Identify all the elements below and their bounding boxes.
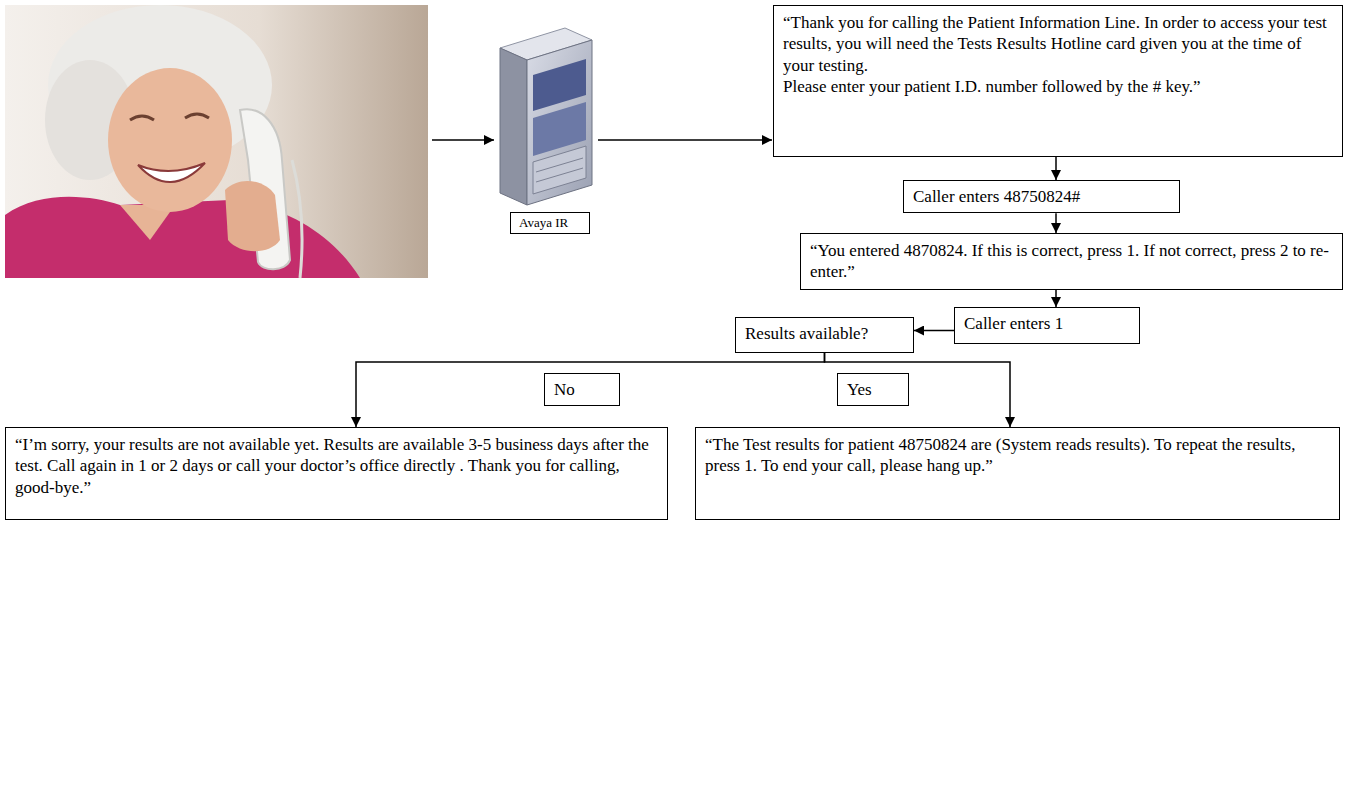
flow-connector <box>1055 157 1057 180</box>
branch-text: Yes <box>847 380 872 399</box>
phone-cord <box>292 160 302 278</box>
photo-background <box>5 5 428 278</box>
server-image <box>500 28 592 205</box>
decision-box: Results available? <box>735 317 914 353</box>
branch-label: Yes <box>837 373 909 406</box>
prompt-box: “I’m sorry, your results are not availab… <box>5 427 668 520</box>
face <box>108 68 232 212</box>
smile <box>138 163 205 182</box>
box-text: Avaya IR <box>519 215 581 231</box>
branch-text: No <box>554 380 575 399</box>
server-front <box>527 40 592 205</box>
hand <box>225 181 280 251</box>
eye <box>130 116 154 120</box>
branch-label: No <box>544 373 620 406</box>
flow-connector <box>825 353 1011 427</box>
flow-arrow <box>432 139 494 141</box>
flow-arrow <box>598 139 772 141</box>
action-box: Avaya IR <box>510 212 590 234</box>
prompt-box: “You entered 4870824. If this is correct… <box>800 233 1343 290</box>
box-text: “I’m sorry, your results are not availab… <box>15 434 658 498</box>
box-text: Caller enters 48750824# <box>913 186 1170 207</box>
server-side <box>500 48 527 205</box>
box-text: Results available? <box>745 323 904 344</box>
action-box: Caller enters 48750824# <box>903 180 1180 213</box>
flow-connector <box>356 353 825 427</box>
server-panel <box>533 59 586 111</box>
server-grill-line <box>536 168 583 182</box>
prompt-box: “Thank you for calling the Patient Infor… <box>773 5 1343 157</box>
box-text: Caller enters 1 <box>964 313 1130 334</box>
flow-connector <box>1055 213 1057 233</box>
server-grill <box>533 146 586 194</box>
flow-connector <box>1055 290 1057 308</box>
box-text: “The Test results for patient 48750824 a… <box>705 434 1330 477</box>
box-text: “Thank you for calling the Patient Infor… <box>783 12 1333 76</box>
flow-connector <box>914 330 954 332</box>
box-text: Please enter your patient I.D. number fo… <box>783 76 1333 97</box>
action-box: Caller enters 1 <box>954 307 1140 344</box>
caller-photo <box>5 5 428 278</box>
prompt-box: “The Test results for patient 48750824 a… <box>695 427 1340 520</box>
eye <box>185 114 209 118</box>
box-text: “You entered 4870824. If this is correct… <box>810 240 1333 283</box>
